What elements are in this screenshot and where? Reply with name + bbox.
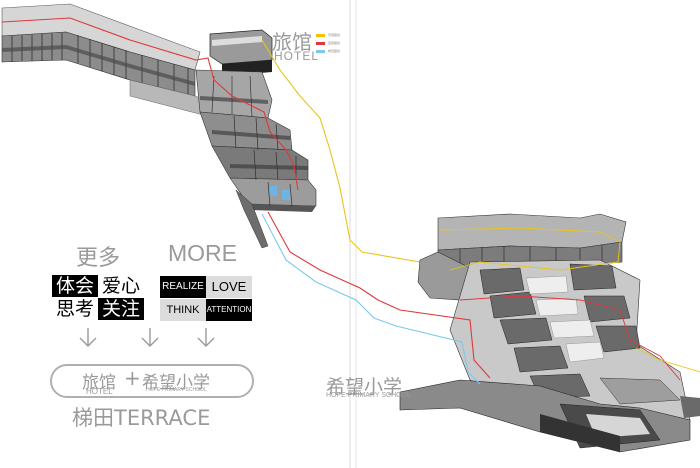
- legend-swatch-terrace: [316, 50, 325, 53]
- word-love-en: LOVE: [206, 276, 252, 298]
- word-attention-cn: 关注: [98, 298, 144, 320]
- hotel-yellow-route: [261, 39, 441, 271]
- down-arrow-icon: [141, 328, 159, 347]
- word-love-cn: 爱心: [98, 275, 144, 297]
- connecting-yellow-route: [635, 347, 700, 373]
- pill-school-en: HOPE PRIMARY SCHOOL: [146, 387, 207, 393]
- hotel-title-en: HOTEL: [274, 49, 320, 63]
- hotel-stack-3: [211, 145, 309, 181]
- legend-label-corridor: 连廊路线: [328, 41, 341, 45]
- down-arrow-icon: [79, 328, 97, 347]
- word-realize-cn: 体会: [52, 275, 98, 297]
- legend-label-terrace: 梯田路线: [328, 49, 341, 53]
- legend-swatch-landscape: [316, 34, 325, 37]
- legend-label-landscape: 景观路线: [328, 33, 341, 37]
- hotel-tower-top: [209, 29, 273, 65]
- school-title-en: HOPE PRIMARY SCHOOL: [326, 392, 411, 399]
- pill-hotel-cn: 旅馆: [82, 373, 116, 393]
- connecting-red-route: [267, 211, 491, 379]
- more-en: MORE: [168, 240, 237, 266]
- hotel-building: [1, 3, 317, 249]
- word-attention-en: ATTENTION: [206, 299, 252, 321]
- school-building: [399, 213, 700, 453]
- school-red-route: [459, 295, 681, 381]
- school-title-cn: 希望小学: [326, 376, 403, 398]
- more-cn: 更多: [76, 246, 121, 271]
- legend-swatch-corridor: [316, 42, 325, 45]
- word-think-cn: 思考: [52, 298, 98, 320]
- word-think-en: THINK: [160, 299, 206, 321]
- down-arrow-icon: [197, 328, 215, 347]
- word-realize-en: REALIZE: [160, 276, 206, 298]
- pill-plus: +: [124, 366, 141, 390]
- terrace-label: 梯田TERRACE: [72, 406, 211, 430]
- pill-school-cn: 希望小学: [142, 373, 210, 393]
- connecting-blue-route: [261, 213, 481, 385]
- hotel-school-pill: [50, 364, 254, 398]
- hotel-red-route: [1, 17, 299, 191]
- school-yellow-route: [439, 227, 621, 271]
- hotel-stack-2: [199, 111, 293, 151]
- pill-hotel-en: HOTEL: [86, 387, 113, 396]
- hotel-title-cn: 旅馆: [272, 30, 312, 54]
